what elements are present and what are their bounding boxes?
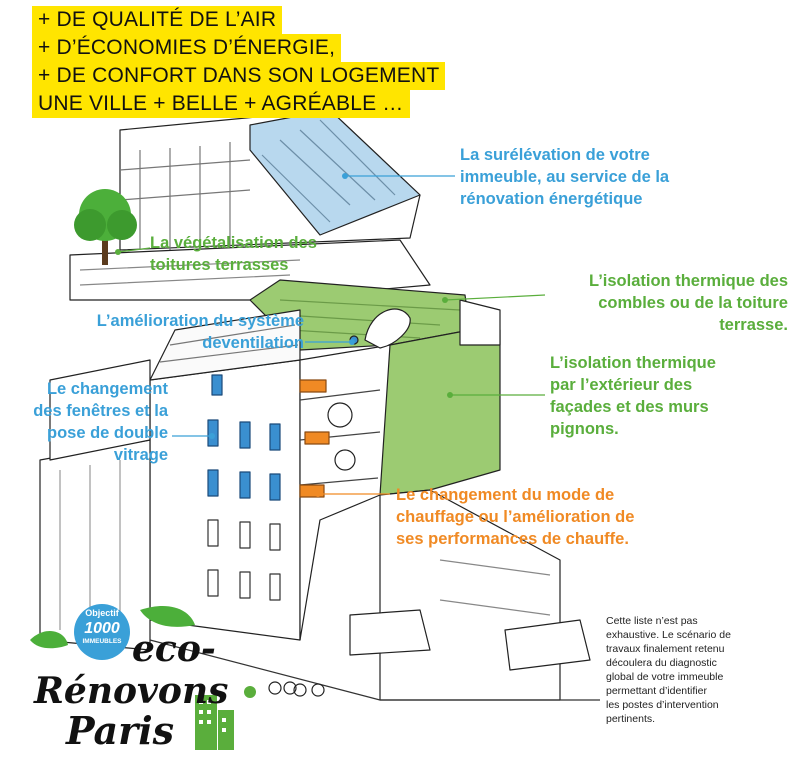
disclaimer-note: Cette liste n’est pas exhaustive. Le scé… xyxy=(606,615,731,725)
label-isolation-combles: L’isolation thermique des combles ou de … xyxy=(589,272,788,334)
logo-word-renovons: Rénovons xyxy=(34,670,229,712)
headline: + DE QUALITÉ DE L’AIR + D’ÉCONOMIES D’ÉN… xyxy=(32,6,446,118)
label-isolation-facades: L’isolation thermique par l’extérieur de… xyxy=(550,354,716,438)
logo-graphics xyxy=(30,604,256,750)
label-surelevation: La surélévation de votre immeuble, au se… xyxy=(460,146,670,208)
headline-line-4: UNE VILLE + BELLE + AGRÉABLE … xyxy=(32,90,410,118)
logo-word-paris: Paris xyxy=(66,708,175,753)
label-fenetres: Le changement des fenêtres et la pose de… xyxy=(33,380,168,464)
label-ventilation: L’amélioration du système deventilation xyxy=(96,312,304,352)
eco-renovons-paris-logo: Objectif 1000 IMMEUBLES eco- Rénovons Pa… xyxy=(20,600,260,760)
leaf-icon xyxy=(30,630,68,649)
headline-line-1: + DE QUALITÉ DE L’AIR xyxy=(32,6,283,34)
objectif-badge xyxy=(74,604,130,660)
label-vegetalisation: La végétalisation des toitures terrasses xyxy=(150,234,317,274)
label-chauffage: Le changement du mode de chauffage ou l’… xyxy=(396,486,635,548)
badge-label: Objectif xyxy=(85,608,119,618)
badge-unit: IMMEUBLES xyxy=(82,638,122,645)
badge-count: 1000 xyxy=(84,620,120,637)
leaf-icon xyxy=(140,605,195,627)
tree xyxy=(74,189,137,265)
sun-icon xyxy=(244,686,256,698)
headline-line-2: + D’ÉCONOMIES D’ÉNERGIE, xyxy=(32,34,342,62)
logo-word-eco: eco- xyxy=(132,628,216,670)
headline-line-3: + DE CONFORT DANS SON LOGEMENT xyxy=(32,62,446,90)
